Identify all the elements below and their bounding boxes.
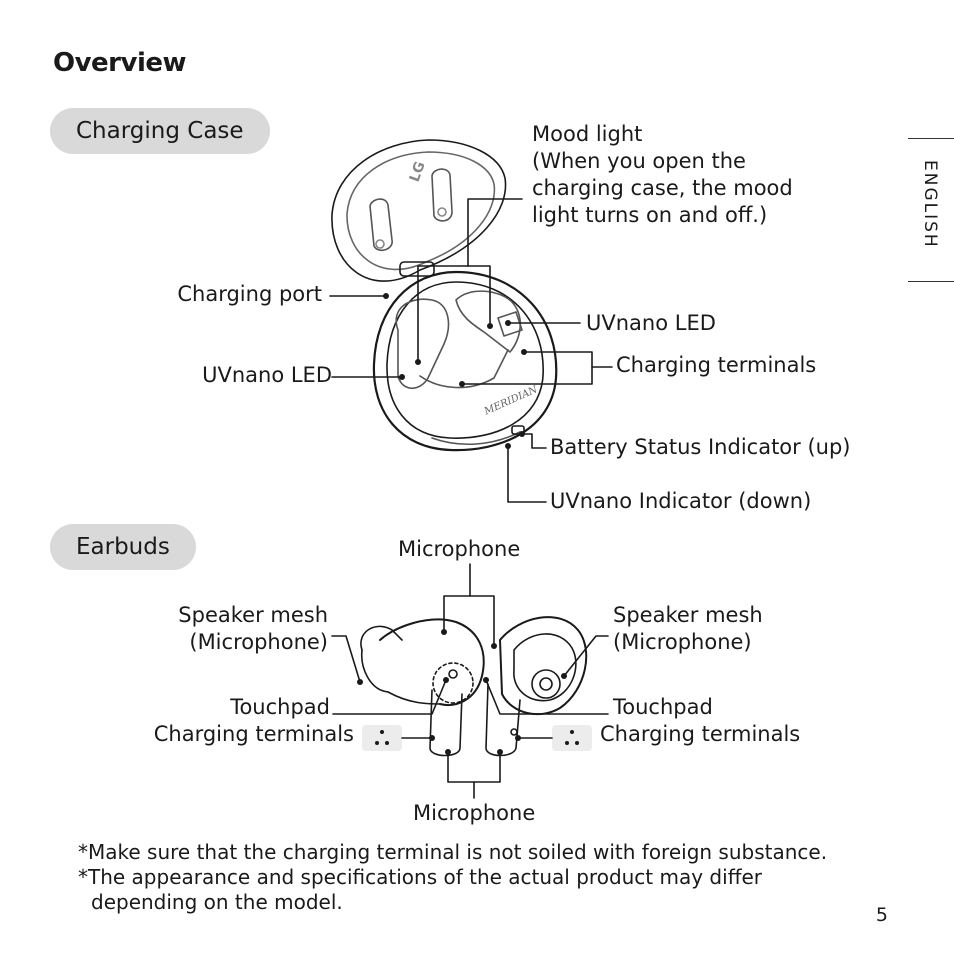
speaker-mesh-left-line-2: (Microphone) (189, 630, 328, 654)
note-terminal-clean: *Make sure that the charging terminal is… (78, 840, 828, 864)
uvnano-led-right-label: UVnano LED (586, 311, 716, 335)
terminal-badge-left (362, 725, 402, 751)
case-charging-terminals-label: Charging terminals (616, 353, 817, 377)
mood-light-label: Mood light (When you open the charging c… (532, 121, 793, 229)
uvnano-indicator-label: UVnano Indicator (down) (550, 489, 812, 513)
note-appearance: *The appearance and specifications of th… (78, 865, 762, 889)
battery-status-label: Battery Status Indicator (up) (550, 435, 851, 459)
page-title: Overview (53, 48, 187, 78)
earbud-leader-lines (331, 563, 609, 799)
mood-light-line-3: charging case, the mood (532, 176, 793, 200)
uvnano-led-left-label: UVnano LED (202, 363, 332, 387)
lg-logo: LG (407, 160, 429, 185)
microphone-bottom-label: Microphone (413, 801, 536, 825)
side-tab-top-rule (908, 138, 954, 139)
language-side-tab: ENGLISH (908, 138, 954, 282)
case-leader-lines (329, 198, 613, 503)
touchpad-left-label: Touchpad (230, 695, 330, 719)
speaker-mesh-right-line-2: (Microphone) (613, 630, 752, 654)
page-number: 5 (875, 904, 888, 926)
meridian-logo: MERIDIAN (482, 384, 541, 418)
mood-light-line-1: Mood light (532, 122, 643, 146)
earbuds-section-label: Earbuds (50, 524, 196, 570)
earbud-charging-terminals-right-label: Charging terminals (600, 722, 801, 746)
case-lid (331, 139, 507, 282)
microphone-top-label: Microphone (398, 537, 521, 561)
speaker-mesh-right-label: Speaker mesh (Microphone) (613, 602, 763, 656)
charging-case-section-label: Charging Case (50, 108, 270, 154)
side-tab-bottom-rule (908, 281, 954, 282)
callout-dots (357, 293, 579, 755)
touchpad-right-label: Touchpad (613, 695, 713, 719)
side-tab-label: ENGLISH (920, 160, 940, 249)
mood-light-line-2: (When you open the (532, 149, 746, 173)
earbud-charging-terminals-left-label: Charging terminals (153, 722, 354, 746)
case-hinge (399, 261, 435, 277)
speaker-mesh-left-label: Speaker mesh (Microphone) (178, 602, 328, 656)
speaker-mesh-left-line-1: Speaker mesh (178, 603, 328, 627)
speaker-mesh-right-line-1: Speaker mesh (613, 603, 763, 627)
terminal-badge-right (552, 725, 592, 751)
note-appearance-continued: depending on the model. (91, 890, 343, 914)
mood-light-line-4: light turns on and off.) (532, 203, 768, 227)
charging-port-label: Charging port (177, 282, 322, 306)
case-body (372, 270, 558, 452)
